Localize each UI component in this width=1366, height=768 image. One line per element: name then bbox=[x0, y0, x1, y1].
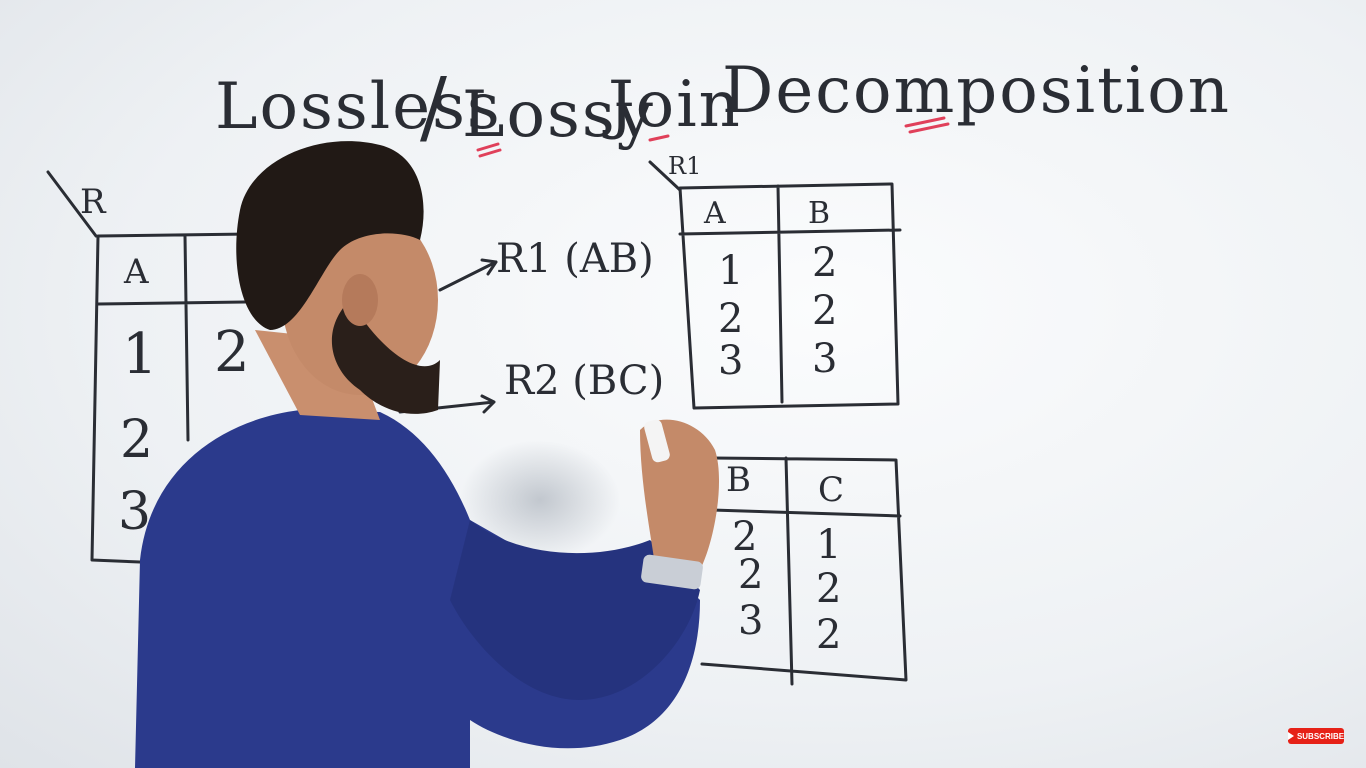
underline-lossy bbox=[476, 142, 502, 158]
underline-decomposition bbox=[904, 116, 950, 134]
table-r1-header-a: A bbox=[704, 196, 726, 231]
table-r2-cell: 3 bbox=[738, 598, 764, 644]
table-r2-frame bbox=[700, 456, 908, 686]
table-r2-cell: 2 bbox=[816, 566, 842, 612]
table-r-cell: 3 bbox=[118, 482, 152, 542]
arrow-r2 bbox=[398, 394, 496, 414]
table-r2-cell: 1 bbox=[816, 522, 842, 568]
table-r1-cell: 1 bbox=[718, 248, 744, 294]
title-lossy: Lossy bbox=[462, 78, 655, 152]
title-decomposition: Decomposition bbox=[722, 54, 1231, 128]
subscribe-button[interactable]: SUBSCRIBE bbox=[1287, 728, 1345, 744]
title-join: Join bbox=[608, 68, 742, 142]
relation-r-label: R bbox=[80, 182, 106, 222]
table-r2-cell: 2 bbox=[732, 514, 758, 560]
play-icon bbox=[1287, 732, 1294, 740]
subscribe-label: SUBSCRIBE bbox=[1296, 731, 1345, 741]
table-r1-cell: 2 bbox=[812, 288, 838, 334]
table-r2-cell: 2 bbox=[738, 552, 764, 598]
table-r1-cell: 2 bbox=[718, 296, 744, 342]
underline-join bbox=[648, 134, 670, 142]
table-r1-cell: 2 bbox=[812, 240, 838, 286]
table-r2-header-b: B bbox=[726, 460, 751, 500]
r2-mapping: R2 (BC) bbox=[504, 358, 665, 404]
r1-mapping: R1 (AB) bbox=[496, 236, 654, 282]
table-r-cell: 2 bbox=[120, 410, 154, 470]
table-r-frame bbox=[90, 232, 252, 564]
arrow-r1 bbox=[438, 258, 498, 292]
title-slash: / bbox=[420, 60, 449, 153]
relation-r1-label: R1 bbox=[668, 152, 702, 180]
table-r1-header-b: B bbox=[808, 196, 831, 231]
table-r1-cell: 3 bbox=[718, 338, 744, 384]
table-r-header-a: A bbox=[124, 252, 149, 292]
r-pointer bbox=[46, 170, 98, 238]
title-lossless: Lossless bbox=[215, 70, 502, 144]
table-r2-header-c: C bbox=[818, 470, 845, 510]
table-r-cell: 2 bbox=[214, 320, 250, 385]
table-r1-frame bbox=[678, 182, 902, 410]
r1-pointer bbox=[648, 160, 682, 192]
table-r-cell: 1 bbox=[122, 322, 158, 387]
table-r2-cell: 2 bbox=[816, 612, 842, 658]
table-r1-cell: 3 bbox=[812, 336, 838, 382]
